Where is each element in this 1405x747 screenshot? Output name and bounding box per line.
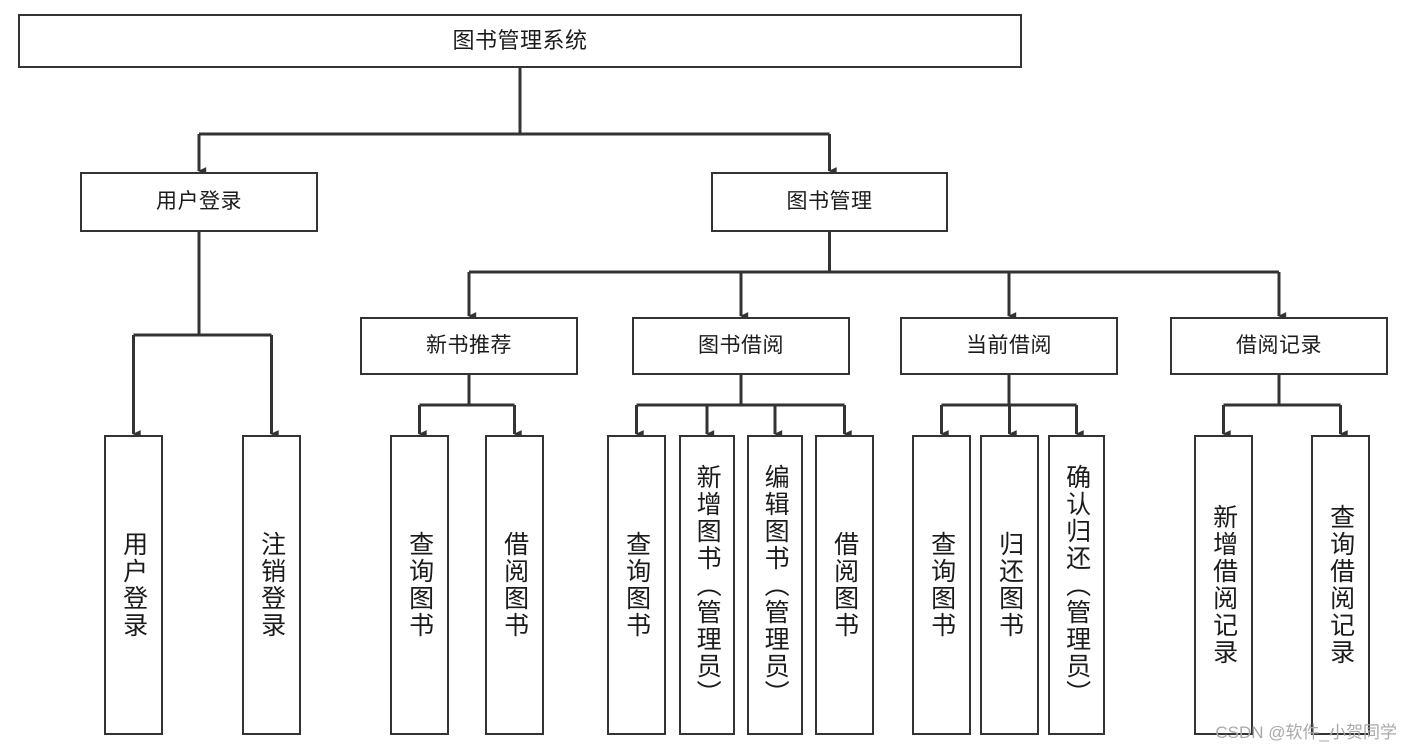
node-l-borrow-book-1[interactable]: 借阅图书 [485, 435, 544, 735]
node-label: 用户登录 [156, 189, 242, 213]
node-l-return-book[interactable]: 归还图书 [980, 435, 1039, 735]
node-label: 用户登录 [119, 531, 148, 639]
node-label: 注销登录 [257, 531, 286, 639]
node-n-borrow-record[interactable]: 借阅记录 [1170, 317, 1388, 375]
node-label: 新增借阅记录 [1209, 504, 1238, 666]
node-l-query-book-1[interactable]: 查询图书 [390, 435, 449, 735]
node-label: 新书推荐 [426, 333, 512, 357]
node-label: 借阅图书 [500, 531, 529, 639]
node-l-user-logout[interactable]: 注销登录 [242, 435, 301, 735]
csdn-watermark: CSDN @软件_小贺同学 [1215, 723, 1397, 742]
node-l-edit-book[interactable]: 编辑图书（管理员） [747, 435, 803, 735]
node-l-query-record[interactable]: 查询借阅记录 [1311, 435, 1370, 735]
node-label: 查询图书 [622, 531, 651, 639]
node-l-query-book-2[interactable]: 查询图书 [607, 435, 666, 735]
node-label: 查询图书 [927, 531, 956, 639]
node-l-add-record[interactable]: 新增借阅记录 [1194, 435, 1253, 735]
node-n-book-mgmt[interactable]: 图书管理 [711, 172, 948, 232]
node-label: 新增图书（管理员） [693, 463, 722, 707]
node-root[interactable]: 图书管理系统 [18, 14, 1022, 68]
node-l-confirm-return[interactable]: 确认归还（管理员） [1048, 435, 1105, 735]
node-label: 图书管理系统 [452, 28, 588, 54]
node-l-user-login[interactable]: 用户登录 [104, 435, 163, 735]
node-label: 当前借阅 [966, 333, 1052, 357]
node-n-current-borrow[interactable]: 当前借阅 [900, 317, 1118, 375]
node-label: 查询借阅记录 [1326, 504, 1355, 666]
node-label: 归还图书 [995, 531, 1024, 639]
node-n-new-book-rec[interactable]: 新书推荐 [360, 317, 578, 375]
node-label: 确认归还（管理员） [1062, 463, 1091, 707]
node-l-borrow-book-2[interactable]: 借阅图书 [815, 435, 874, 735]
node-n-book-borrow[interactable]: 图书借阅 [632, 317, 850, 375]
node-label: 借阅记录 [1236, 333, 1322, 357]
node-label: 编辑图书（管理员） [761, 463, 790, 707]
node-label: 图书管理 [786, 189, 873, 213]
node-label: 查询图书 [405, 531, 434, 639]
node-n-user-login[interactable]: 用户登录 [80, 172, 318, 232]
node-label: 图书借阅 [698, 333, 784, 357]
node-label: 借阅图书 [830, 531, 859, 639]
node-l-query-book-3[interactable]: 查询图书 [912, 435, 971, 735]
node-l-add-book[interactable]: 新增图书（管理员） [679, 435, 735, 735]
